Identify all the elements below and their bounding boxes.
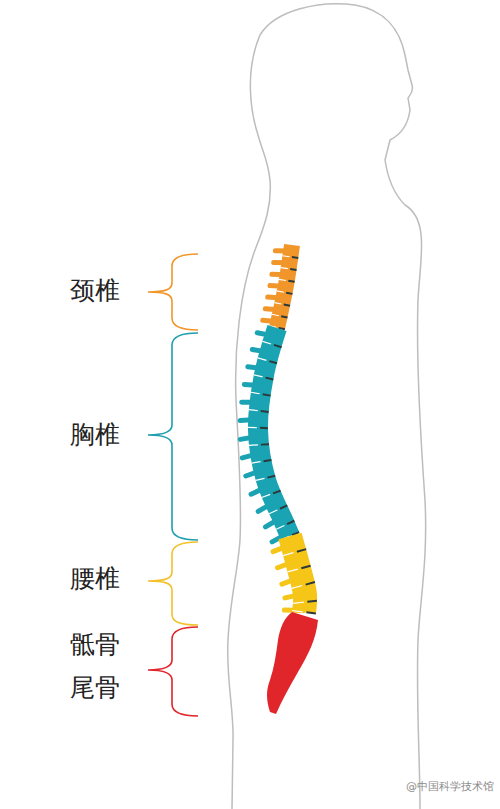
- vertebra-gap: [292, 610, 303, 611]
- vertebra-gap: [292, 586, 302, 589]
- disc-gap: [288, 280, 294, 283]
- vertebra-gap: [283, 553, 293, 556]
- disc-gap: [264, 460, 272, 461]
- vertebra-gap: [276, 525, 284, 529]
- disc-gap: [306, 612, 316, 613]
- vertebra-gap: [281, 268, 288, 269]
- body-silhouette: [228, 4, 426, 809]
- disc-gap: [273, 491, 281, 494]
- spine-region-label: 腰椎: [70, 565, 120, 593]
- vertebra-gap: [287, 569, 297, 572]
- spinous-process: [282, 577, 301, 584]
- spinous-process: [285, 594, 305, 598]
- disc-gap: [290, 268, 296, 271]
- vertebra-gap: [256, 478, 265, 480]
- spinous-process: [251, 486, 268, 494]
- spinous-process: [266, 517, 282, 527]
- spinous-process: [263, 320, 279, 321]
- spine-region-label: 尾骨: [70, 674, 120, 702]
- disc-gap: [284, 304, 290, 305]
- vertebra-gap: [272, 314, 279, 316]
- vertebra-gap: [269, 510, 277, 514]
- vertebra-gap: [258, 358, 267, 360]
- spinous-process: [240, 436, 258, 439]
- lumbar-bracket: [148, 542, 198, 625]
- disc-gap: [261, 410, 269, 413]
- spinous-process: [272, 272, 288, 277]
- spinous-process: [242, 453, 260, 458]
- spinous-process: [278, 561, 297, 568]
- spinous-process: [242, 400, 260, 405]
- vertebra-gap: [274, 303, 281, 304]
- disc-gap: [269, 361, 277, 363]
- disc-gap: [281, 316, 287, 317]
- spinous-process: [258, 502, 274, 512]
- vertebra-column: [258, 328, 290, 536]
- vertebra-gap: [254, 375, 263, 377]
- spinous-process: [257, 333, 274, 336]
- thoracic-bracket: [148, 333, 198, 540]
- vertebra-column: [290, 536, 305, 612]
- disc-gap: [261, 443, 269, 445]
- spinous-process: [244, 384, 262, 385]
- spine-region-label: 胸椎: [70, 421, 120, 449]
- sacrum-coccyx-bracket: [148, 627, 198, 716]
- spinous-process: [270, 283, 286, 289]
- spinous-process: [273, 544, 292, 551]
- spinous-process: [246, 470, 264, 476]
- vertebra-gap: [248, 427, 257, 429]
- vertebra-gap: [282, 255, 289, 257]
- spinous-process: [284, 607, 304, 613]
- disc-gap: [263, 394, 271, 395]
- disc-gap: [292, 256, 298, 259]
- vertebra-gap: [251, 392, 260, 394]
- disc-gap: [280, 505, 287, 508]
- spine-region-label: 骶骨: [70, 631, 120, 659]
- disc-gap: [297, 549, 306, 552]
- vertebra-gap: [249, 444, 258, 446]
- vertebra-gap: [279, 279, 286, 280]
- spinous-process: [274, 260, 290, 265]
- spinous-process: [248, 367, 266, 369]
- disc-gap: [286, 293, 292, 294]
- disc-gap: [260, 427, 268, 429]
- vertebra-gap: [262, 494, 270, 497]
- spinous-process: [275, 248, 291, 253]
- vertebra-gap: [249, 410, 258, 411]
- disc-gap: [287, 521, 294, 524]
- spinous-process: [240, 419, 258, 420]
- spinous-process: [265, 309, 281, 310]
- disc-gap: [266, 378, 274, 380]
- vertebra-gap: [293, 602, 304, 603]
- disc-gap: [307, 601, 317, 602]
- sacrum-coccyx: [267, 612, 318, 714]
- spinous-process: [252, 350, 269, 353]
- watermark: @中国科学技术馆: [406, 781, 494, 793]
- disc-gap: [267, 476, 275, 478]
- spinous-process: [268, 297, 284, 298]
- disc-gap: [274, 345, 282, 347]
- cervical-bracket: [148, 254, 198, 330]
- vertebra-gap: [252, 462, 261, 463]
- disc-gap: [306, 582, 315, 585]
- disc-gap: [301, 566, 310, 568]
- vertebra-gap: [277, 291, 284, 292]
- vertebra-gap: [262, 341, 271, 344]
- spine-region-label: 颈椎: [70, 277, 120, 305]
